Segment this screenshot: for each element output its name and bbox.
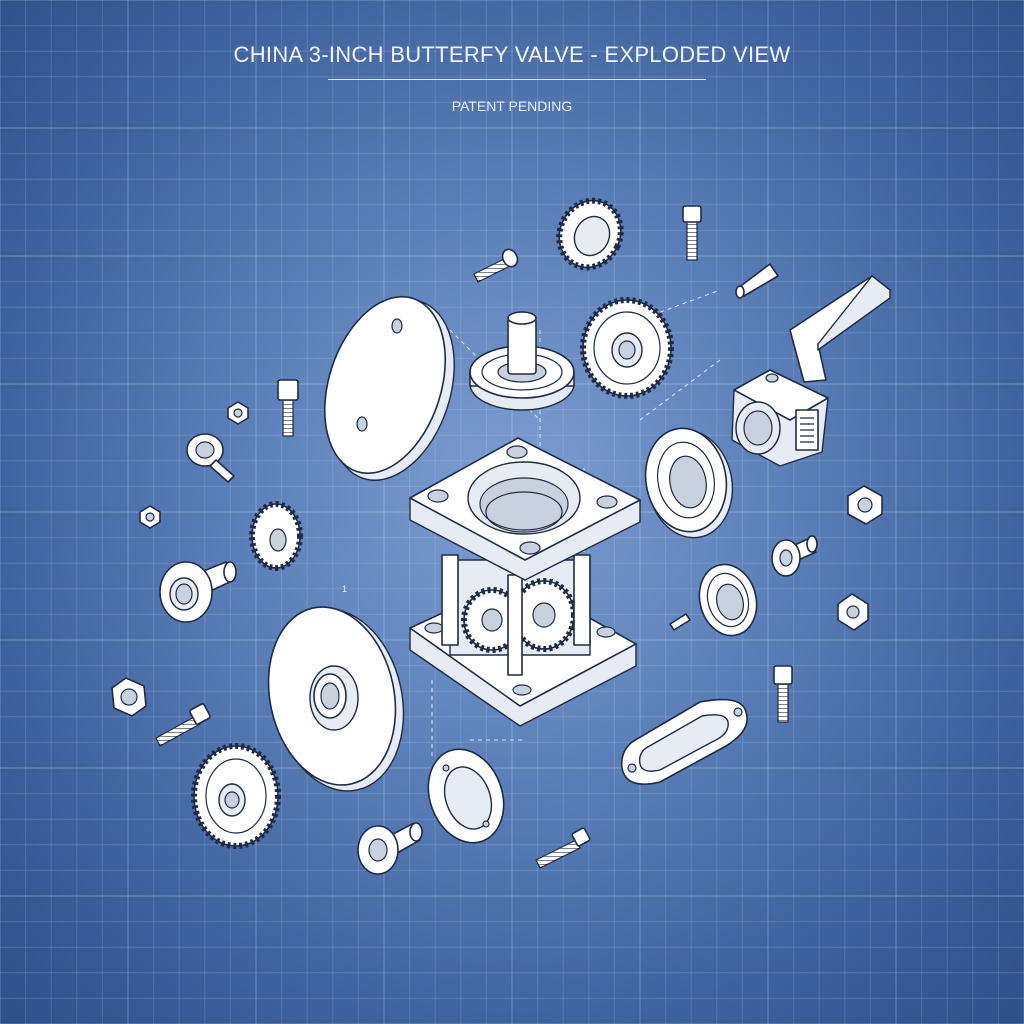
part-reference-mark: 1	[342, 584, 348, 594]
spur-gear-upper	[580, 297, 674, 399]
lever-handle-gearbox	[731, 275, 891, 467]
bolt-top	[682, 205, 702, 261]
hex-nut-5	[837, 593, 869, 631]
valve-stem-bearing	[469, 311, 575, 411]
bearing-right-large	[644, 427, 734, 539]
lock-washer-tab	[186, 433, 235, 483]
gasket	[620, 698, 748, 785]
spur-gear-lower	[191, 743, 281, 849]
hex-nut-2	[139, 505, 161, 529]
bearing-right-small	[698, 563, 758, 637]
bolt-right	[773, 665, 793, 723]
bolt-lower-left	[155, 703, 211, 747]
drawing-subtitle: PATENT PENDING	[451, 98, 573, 114]
valve-body	[409, 437, 641, 727]
title-underline	[328, 79, 706, 80]
small-pin	[669, 613, 691, 631]
drawing-title: CHINA 3-INCH BUTTERFY VALVE - EXPLODED V…	[233, 42, 791, 67]
bolt-upper-left	[473, 248, 519, 283]
hex-nut-3	[111, 677, 147, 717]
hex-nut-1	[227, 401, 249, 425]
splined-ring-top	[556, 197, 624, 271]
hex-nut-4	[847, 485, 883, 525]
bolt-left	[277, 379, 299, 437]
flanged-bushing-left	[159, 561, 237, 623]
flange-ring-bottom	[427, 748, 505, 844]
pulley-disc	[267, 606, 405, 792]
flanged-bushing-right	[771, 535, 818, 577]
bolt-lower-center	[535, 827, 591, 869]
flanged-bushing-bottom	[357, 822, 423, 875]
valve-disc-large	[323, 295, 455, 481]
tapered-pin	[735, 263, 779, 299]
pinion-gear-left	[249, 501, 303, 571]
